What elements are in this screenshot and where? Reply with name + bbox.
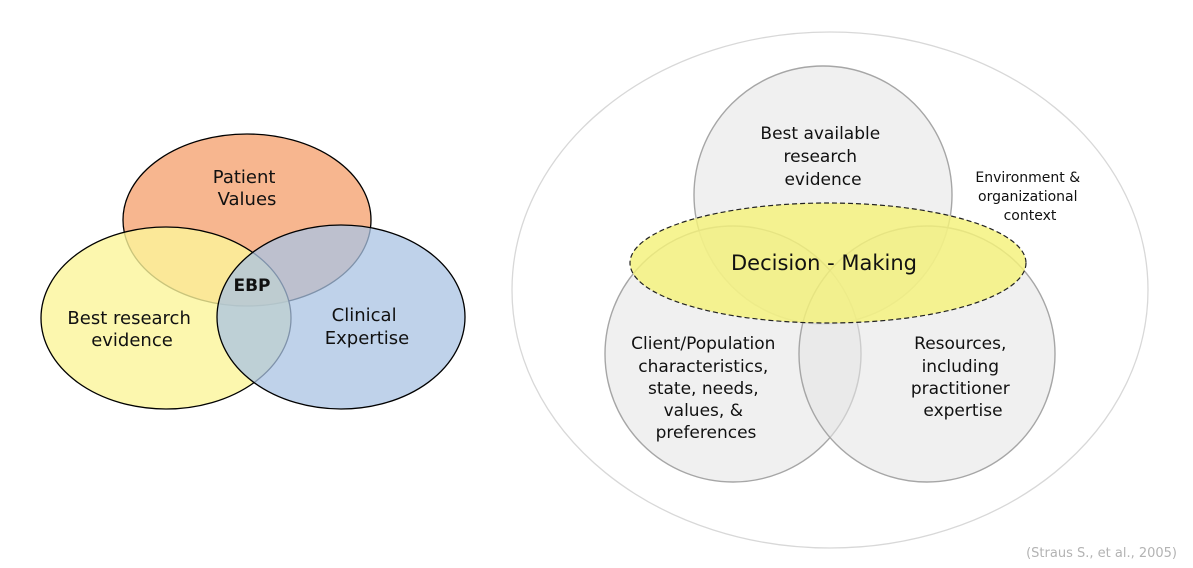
environment-outer-ellipse [511, 31, 1149, 549]
ebp-venn-diagram: Patient Values Best research evidence Cl… [40, 133, 466, 410]
best-research-label: Best research evidence [67, 308, 196, 351]
citation-text: (Straus S., et al., 2005) [1026, 546, 1177, 561]
ebp-center-label: EBP [233, 276, 270, 296]
best-available-label: Best available research evidence [760, 124, 885, 190]
resources-label: Resources, including practitioner expert… [911, 334, 1015, 421]
clinical-expertise-ellipse [216, 224, 466, 410]
decision-making-diagram: Best available research evidence Environ… [511, 31, 1149, 549]
environment-label: Environment & organizational context [975, 170, 1084, 224]
patient-values-label: Patient Values [213, 167, 281, 210]
client-population-label: Client/Population characteristics, state… [631, 334, 781, 443]
clinical-expertise-label: Clinical Expertise [325, 305, 409, 349]
decision-making-ellipse [629, 202, 1027, 324]
decision-making-label: Decision - Making [731, 251, 917, 275]
